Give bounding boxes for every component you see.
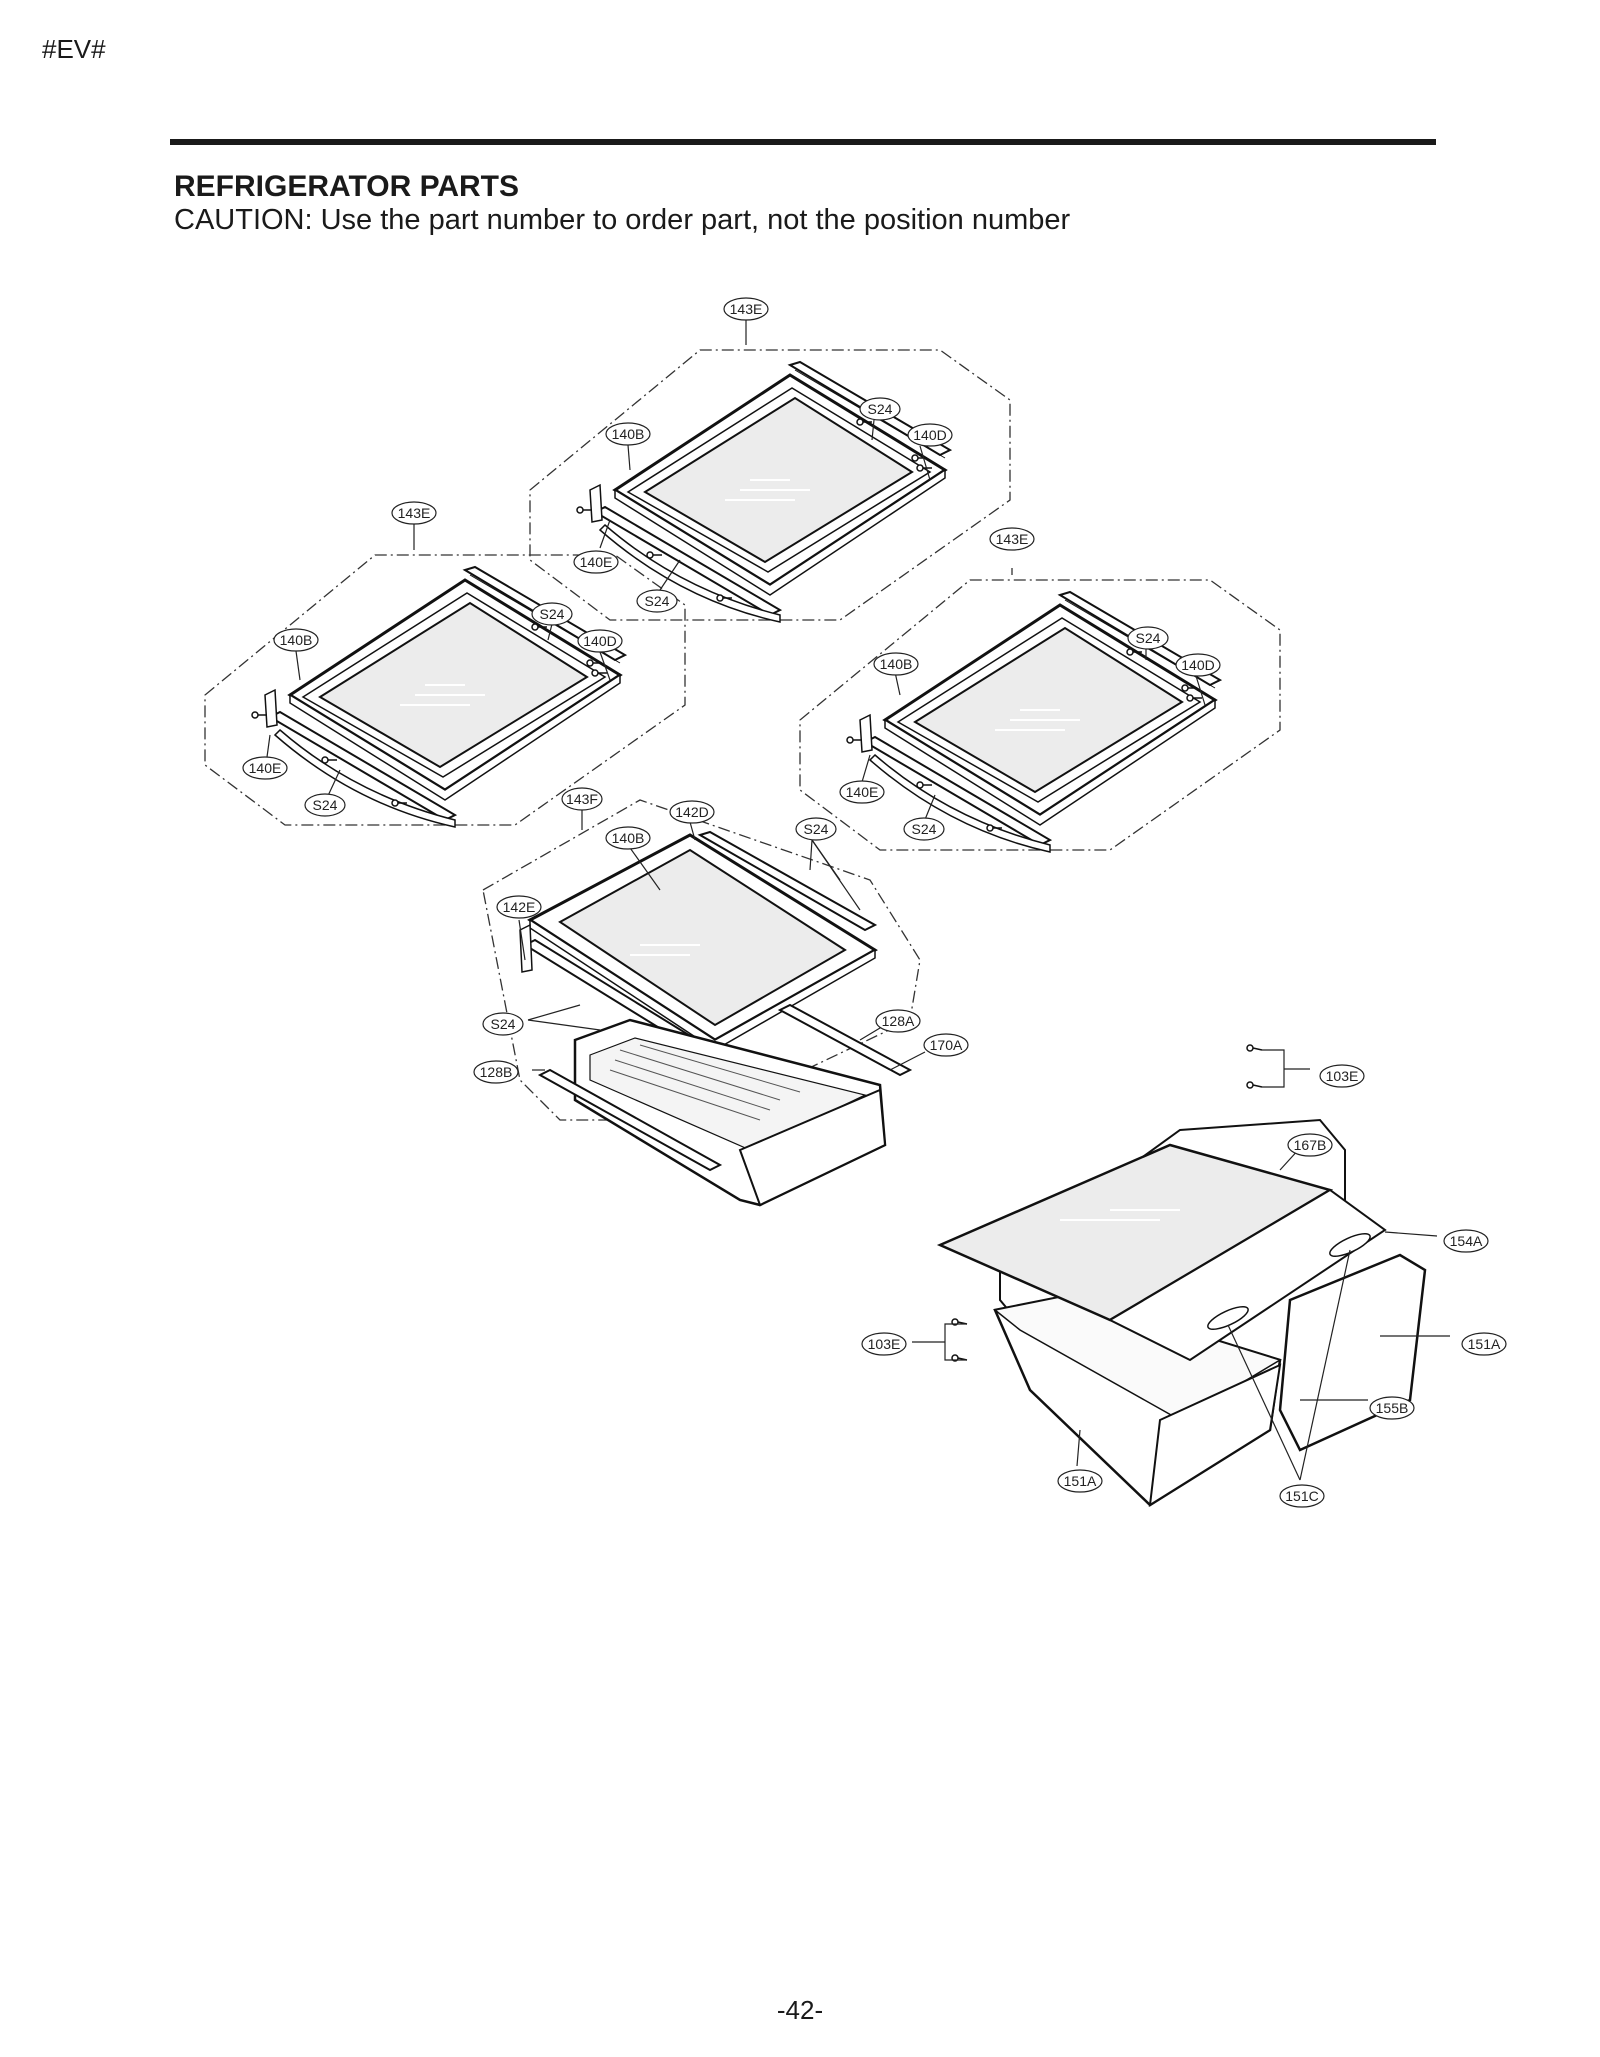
svg-text:140B: 140B: [612, 426, 645, 442]
callout-s24: S24: [1127, 626, 1169, 650]
callout-140e: 140E: [839, 780, 885, 804]
callout-142d: 142D: [669, 800, 715, 824]
callout-151c: 151C: [1279, 1484, 1325, 1508]
svg-text:S24: S24: [313, 797, 338, 813]
svg-text:S24: S24: [1136, 630, 1161, 646]
shelf-assembly-left: [203, 553, 687, 829]
svg-text:140D: 140D: [913, 427, 946, 443]
callout-140d: 140D: [577, 629, 623, 653]
callout-s24: S24: [531, 602, 573, 626]
svg-text:151A: 151A: [1064, 1473, 1097, 1489]
svg-text:151A: 151A: [1468, 1336, 1501, 1352]
callout-140b: 140B: [605, 826, 651, 850]
page-number: -42-: [776, 1995, 824, 2025]
callout-140d: 140D: [1175, 653, 1221, 677]
caution-note: CAUTION: Use the part number to order pa…: [174, 204, 1071, 236]
header-rule: [170, 139, 1436, 145]
svg-text:S24: S24: [868, 401, 893, 417]
svg-text:S24: S24: [540, 606, 565, 622]
callout-143e-right: 143E: [989, 527, 1035, 551]
callout-140b: 140B: [273, 628, 319, 652]
callout-140e: 140E: [242, 756, 288, 780]
svg-text:154A: 154A: [1450, 1233, 1483, 1249]
callout-s24: S24: [903, 817, 945, 841]
callout-s24: S24: [304, 793, 346, 817]
svg-text:128B: 128B: [480, 1064, 513, 1080]
svg-text:143F: 143F: [566, 791, 598, 807]
callouts: 143E S24 140B 140D 140E S24 143E S24 140…: [242, 297, 1507, 1508]
svg-text:103E: 103E: [1326, 1068, 1359, 1084]
callout-142e: 142E: [496, 895, 542, 919]
callout-154a: 154A: [1443, 1229, 1489, 1253]
svg-text:170A: 170A: [930, 1037, 963, 1053]
shelf-assembly-right: [798, 578, 1282, 854]
svg-text:140E: 140E: [580, 554, 613, 570]
svg-text:S24: S24: [645, 593, 670, 609]
svg-text:S24: S24: [491, 1016, 516, 1032]
svg-text:143E: 143E: [398, 505, 431, 521]
svg-text:140D: 140D: [583, 633, 616, 649]
callout-167b: 167B: [1287, 1133, 1333, 1157]
callout-128b: 128B: [473, 1060, 519, 1084]
svg-text:140B: 140B: [612, 830, 645, 846]
svg-text:140E: 140E: [249, 760, 282, 776]
callout-103e: 103E: [861, 1332, 907, 1356]
callout-140d: 140D: [907, 423, 953, 447]
leader-lines: [266, 320, 1450, 1481]
svg-text:140B: 140B: [880, 656, 913, 672]
svg-text:S24: S24: [804, 821, 829, 837]
svg-text:142E: 142E: [503, 899, 536, 915]
callout-103e: 103E: [1319, 1064, 1365, 1088]
svg-text:140D: 140D: [1181, 657, 1214, 673]
callout-143e-left: 143E: [391, 501, 437, 525]
svg-text:140E: 140E: [846, 784, 879, 800]
callout-140b: 140B: [873, 652, 919, 676]
callout-128a: 128A: [875, 1009, 921, 1033]
callout-s24: S24: [636, 589, 678, 613]
callout-151a: 151A: [1057, 1469, 1103, 1493]
callout-143f: 143F: [561, 787, 603, 811]
callout-140b: 140B: [605, 422, 651, 446]
shelf-assembly-top: [528, 348, 1012, 624]
callout-140e: 140E: [573, 550, 619, 574]
callout-155b: 155B: [1369, 1396, 1415, 1420]
svg-text:151C: 151C: [1285, 1488, 1318, 1504]
page-tag: #EV#: [42, 34, 106, 64]
callout-s24: S24: [859, 397, 901, 421]
callout-170a: 170A: [923, 1033, 969, 1057]
svg-text:103E: 103E: [868, 1336, 901, 1352]
svg-text:140B: 140B: [280, 632, 313, 648]
svg-text:128A: 128A: [882, 1013, 915, 1029]
svg-text:S24: S24: [912, 821, 937, 837]
callout-s24: S24: [482, 1012, 524, 1036]
pantry-drawer-assembly: [936, 1118, 1427, 1507]
svg-text:143E: 143E: [730, 301, 763, 317]
page-title: REFRIGERATOR PARTS: [174, 170, 520, 203]
callout-151a: 151A: [1461, 1332, 1507, 1356]
crisper-shelf-assembly: [482, 799, 921, 1207]
svg-text:155B: 155B: [1376, 1400, 1409, 1416]
svg-text:167B: 167B: [1294, 1137, 1327, 1153]
callout-143e-top: 143E: [723, 297, 769, 321]
svg-text:143E: 143E: [996, 531, 1029, 547]
callout-s24: S24: [795, 817, 837, 841]
svg-text:142D: 142D: [675, 804, 708, 820]
